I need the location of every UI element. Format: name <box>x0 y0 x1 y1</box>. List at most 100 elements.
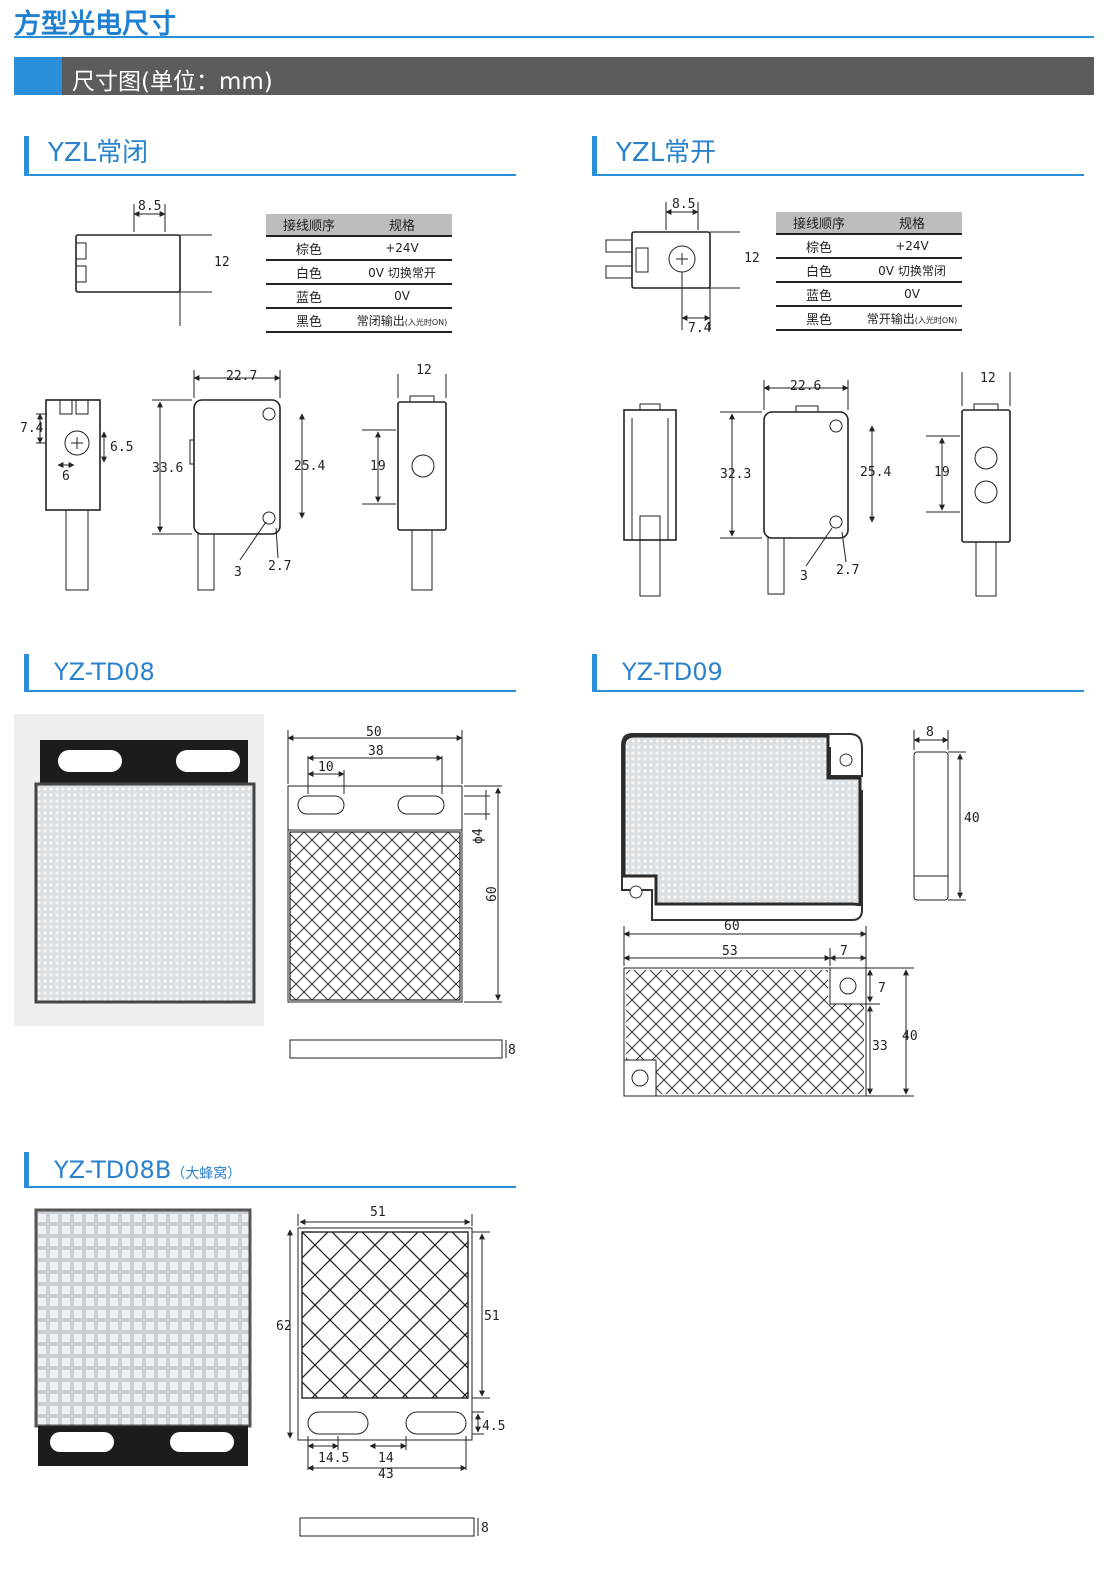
no-left-view <box>623 403 677 597</box>
nc-side-view: 12 19 <box>362 363 447 591</box>
nc-dim-side-window: 19 <box>370 459 386 474</box>
td08b-dim-tab: 4.5 <box>482 1419 505 1434</box>
section-title-td08b-note: （大蜂窝） <box>171 1166 242 1182</box>
page-title: 方型光电尺寸 <box>14 9 176 40</box>
table-cell-text: 0V 切换常开 <box>368 265 436 280</box>
td08-dim-slot: 10 <box>318 760 334 775</box>
nc-dim-top-width: 8.5 <box>138 199 161 214</box>
table-header: 规格 <box>862 212 962 235</box>
no-dim-top-width: 8.5 <box>672 197 695 212</box>
td09-photo <box>621 733 863 921</box>
table-cell: 棕色 <box>266 236 352 261</box>
table-row: 棕色 +24V <box>776 234 962 259</box>
section-title-td08b-text: YZ-TD08B <box>54 1156 172 1184</box>
table-row: 黑色常开输出(入光时ON) <box>776 306 962 331</box>
banner: 尺寸图(单位：mm) <box>14 57 1094 95</box>
section-rule-td08 <box>24 690 516 692</box>
td09-dim-h: 40 <box>902 1029 918 1044</box>
td09-dim-tab: 7 <box>840 944 848 959</box>
td09-dim-tab-h: 7 <box>878 981 886 996</box>
section-title-yzl-nc: YZL常闭 <box>48 138 149 168</box>
section-bar-yzl-nc <box>24 136 29 174</box>
table-cell: 0V <box>862 282 962 307</box>
section-rule-td08b <box>24 1186 516 1188</box>
nc-dim-left-c: 6 <box>62 469 70 484</box>
section-rule-td09 <box>592 690 1084 692</box>
td08-drawing: 50 38 10 ϕ4 60 8 <box>287 725 516 1059</box>
nc-top-view: 8.5 12 <box>75 199 230 326</box>
no-dim-front-width: 22.6 <box>790 379 821 394</box>
table-header: 规格 <box>352 214 452 237</box>
nc-dim-front-height: 33.6 <box>152 461 183 476</box>
table-row: 黑色常闭输出(入光时ON) <box>266 308 452 333</box>
td08b-drawing: 51 62 51 4.5 14.5 14 43 8 <box>276 1205 505 1537</box>
table-cell-note: (入光时ON) <box>404 317 448 327</box>
table-cell-text: +24V <box>895 239 929 253</box>
banner-accent <box>14 57 62 95</box>
section-bar-td08b <box>24 1152 29 1188</box>
table-cell: 常开输出(入光时ON) <box>862 306 962 331</box>
table-cell: 蓝色 <box>266 284 352 309</box>
table-cell: 黑色 <box>776 306 862 331</box>
nc-left-view: 7.4 6.5 6 <box>20 399 133 591</box>
td09-dim-h-in: 33 <box>872 1039 888 1054</box>
banner-text: 尺寸图(单位：mm) <box>72 69 273 95</box>
table-cell-text: +24V <box>385 241 419 255</box>
table-cell: 蓝色 <box>776 282 862 307</box>
td08b-dim-w-top: 51 <box>370 1205 386 1220</box>
td09-dim-t: 8 <box>926 725 934 740</box>
section-title-yzl-no: YZL常开 <box>616 138 717 168</box>
table-cell-text: 0V <box>394 289 410 303</box>
table-cell: 白色 <box>776 258 862 283</box>
td08-dim-h: 60 <box>485 886 500 902</box>
table-cell-text: 0V <box>904 287 920 301</box>
title-divider <box>14 36 1094 38</box>
td08-dim-hole-d: ϕ4 <box>471 828 486 844</box>
table-cell: 棕色 <box>776 234 862 259</box>
nc-dim-left-a: 7.4 <box>20 421 44 436</box>
no-dim-side-window: 19 <box>934 465 950 480</box>
section-title-td09: YZ-TD09 <box>622 658 723 686</box>
no-dim-top-height: 12 <box>744 251 760 266</box>
no-front-view: 22.6 32.3 25.4 3 2.7 <box>720 379 891 595</box>
td08b-dim-h: 62 <box>276 1319 292 1334</box>
table-cell: 黑色 <box>266 308 352 333</box>
section-title-td08: YZ-TD08 <box>54 658 155 686</box>
no-dim-front-holes: 25.4 <box>860 465 891 480</box>
td08b-dim-a: 14.5 <box>318 1451 349 1466</box>
td08b-photo <box>34 1208 252 1466</box>
td08b-dim-h-in: 51 <box>484 1309 500 1324</box>
section-title-td08b: YZ-TD08B（大蜂窝） <box>54 1156 241 1184</box>
nc-dim-hole-d: 3 <box>234 565 242 580</box>
td08-dim-t: 8 <box>508 1043 516 1058</box>
nc-dim-hole-off: 2.7 <box>268 559 291 574</box>
nc-front-view: 22.7 33.6 25.4 3 2.7 <box>152 369 325 591</box>
table-header: 接线顺序 <box>266 214 352 237</box>
table-cell: 0V 切换常闭 <box>862 258 962 283</box>
table-row: 蓝色 0V <box>266 284 452 309</box>
nc-dim-front-width: 22.7 <box>226 369 257 384</box>
table-cell-text: 常闭输出 <box>356 313 405 328</box>
table-cell: 白色 <box>266 260 352 285</box>
table-row: 棕色 +24V <box>266 236 452 261</box>
table-cell: 0V <box>352 284 452 309</box>
table-row: 蓝色 0V <box>776 282 962 307</box>
nc-dim-top-height: 12 <box>214 255 230 270</box>
table-cell: +24V <box>352 236 452 261</box>
section-bar-yzl-no <box>592 136 597 174</box>
td09-dim-h-side: 40 <box>964 811 980 826</box>
td09-drawing: 60 53 7 7 33 40 <box>623 919 918 1097</box>
td08b-dim-w: 43 <box>378 1467 394 1482</box>
nc-dim-left-b: 6.5 <box>110 440 133 455</box>
table-header: 接线顺序 <box>776 212 862 235</box>
no-top-view: 8.5 12 7.4 <box>605 197 760 336</box>
section-rule-yzl-no <box>592 174 1084 176</box>
no-dim-hole-off: 2.7 <box>836 563 859 578</box>
td08b-dim-t: 8 <box>481 1521 489 1536</box>
wiring-table-nc: 接线顺序规格 棕色 +24V 白色 0V 切换常开 蓝色 0V 黑色常闭输出(入光时O… <box>266 214 452 333</box>
no-dim-top-screw: 7.4 <box>688 321 712 336</box>
no-dim-hole-d: 3 <box>800 569 808 584</box>
